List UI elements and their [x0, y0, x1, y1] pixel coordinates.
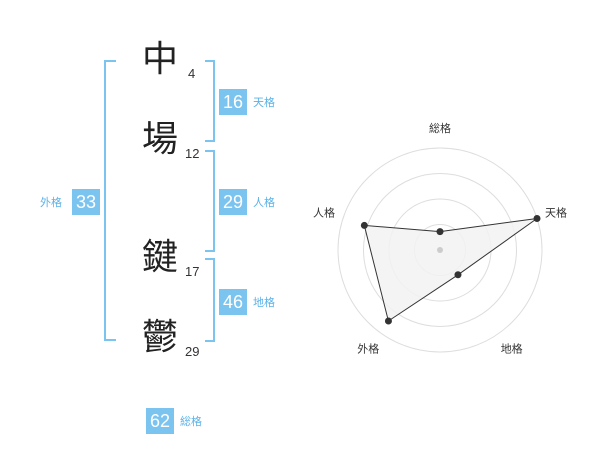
stroke-count-3: 17	[185, 264, 200, 279]
radar-grid-ring-3	[363, 173, 517, 327]
name-char-3: 鍵	[142, 237, 179, 278]
radar-axis-label-5: 人格	[313, 205, 335, 219]
tenkaku-label: 天格	[253, 96, 275, 109]
tenkaku-value: 16	[219, 89, 247, 115]
radar-axis-label-2: 天格	[545, 205, 567, 219]
radar-center-dot	[437, 247, 443, 253]
chikaku-label: 地格	[253, 296, 275, 309]
radar-point-2	[533, 214, 541, 222]
name-char-4: 鬱	[142, 317, 179, 358]
radar-axis-label-4: 外格	[357, 342, 379, 356]
stroke-count-1: 4	[188, 66, 196, 81]
chikaku-bracket	[205, 258, 215, 342]
jinkaku-bracket	[205, 150, 215, 252]
jinkaku-value: 29	[219, 189, 247, 215]
name-char-2: 場	[142, 119, 179, 160]
radar-point-4	[384, 317, 392, 325]
radar-point-5	[360, 221, 368, 229]
radar-data-polygon	[363, 218, 538, 322]
radar-point-3	[454, 271, 462, 279]
chikaku-value: 46	[219, 289, 247, 315]
jinkaku-label: 人格	[253, 196, 275, 209]
radar-grid-ring-4	[337, 147, 543, 353]
name-char-1: 中	[142, 39, 179, 80]
radar-axis-label-3: 地格	[501, 342, 523, 356]
soukaku-value: 62	[146, 408, 174, 434]
stroke-count-2: 12	[185, 146, 200, 161]
gaikaku-value: 33	[72, 189, 100, 215]
soukaku-label: 総格	[180, 415, 202, 428]
tenkaku-bracket	[205, 60, 215, 142]
gaikaku-label: 外格	[40, 196, 62, 209]
gaikaku-bracket	[104, 60, 116, 341]
stroke-count-4: 29	[185, 344, 200, 359]
radar-point-1	[436, 228, 444, 236]
radar-axis-label-1: 総格	[429, 121, 451, 135]
